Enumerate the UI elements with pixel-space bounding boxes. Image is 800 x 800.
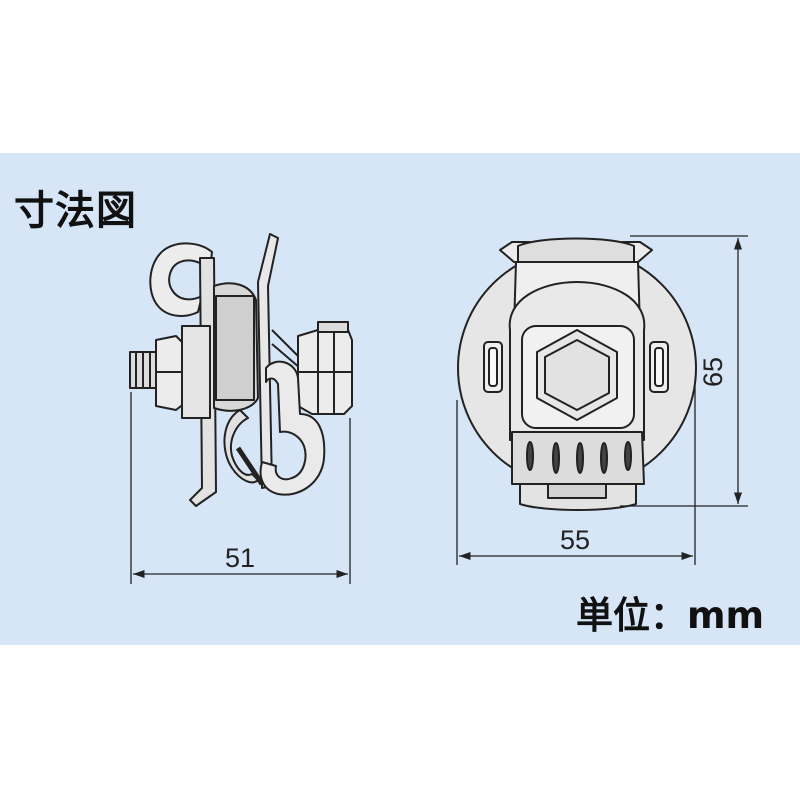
side-width-label: 51 (225, 543, 255, 573)
front-width-label: 55 (560, 525, 590, 555)
page-title: 寸法図 (14, 188, 137, 234)
units-label: 単位：mm (576, 594, 765, 637)
front-view-drawing (457, 237, 697, 511)
side-width-dimension (130, 392, 351, 584)
front-width-dimension (456, 380, 696, 565)
side-view-drawing (129, 233, 353, 507)
front-height-label: 65 (698, 357, 728, 387)
front-height-dimension (620, 235, 748, 507)
